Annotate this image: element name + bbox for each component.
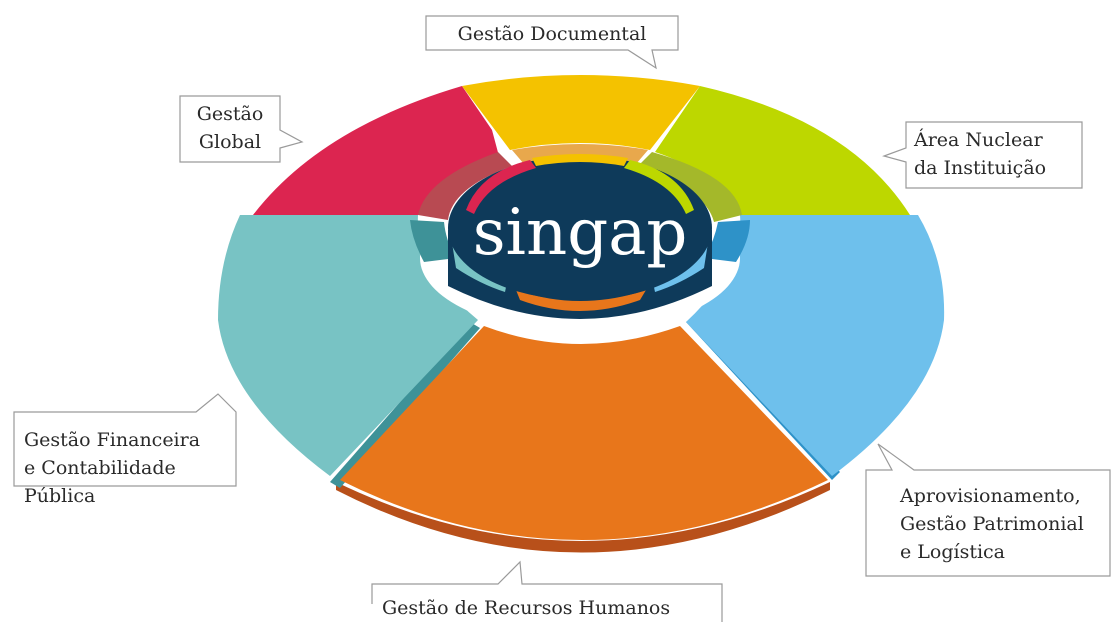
bevel-nuclear xyxy=(638,152,742,222)
callout-text-line-2: Gestão Patrimonial xyxy=(900,513,1084,535)
bevel-aprovisionamento xyxy=(704,220,750,262)
hub-top-face xyxy=(448,156,712,300)
hub-rim-green xyxy=(624,160,694,214)
callout-area-nuclear: Área Nuclear da Instituição xyxy=(882,121,1083,189)
segment-aprovisionamento xyxy=(686,215,945,476)
callout-text-line-1: Aprovisionamento, xyxy=(899,485,1081,507)
segment-gestao-global xyxy=(253,86,500,215)
callout-text-line-1: Gestão xyxy=(197,103,264,125)
segment-gestao-documental xyxy=(462,75,700,150)
hub-rim-red xyxy=(466,160,536,214)
callout-text-line-2: e Contabilidade xyxy=(24,457,176,479)
callout-text-line-3: Pública xyxy=(24,485,95,507)
callout-text: Gestão Documental xyxy=(458,23,647,45)
hub-label: singap xyxy=(473,196,688,270)
bevel-financeira xyxy=(410,220,456,262)
callout-gestao-documental: Gestão Documental xyxy=(425,15,679,70)
callout-text-line-3: e Logística xyxy=(900,541,1005,563)
callout-gestao-global: Gestão Global xyxy=(179,95,304,163)
segment-recursos-side xyxy=(336,482,830,553)
callout-text: Gestão de Recursos Humanos xyxy=(382,597,670,619)
callout-aprovisionamento: Aprovisionamento, Gestão Patrimonial e L… xyxy=(865,443,1111,577)
callout-text-line-1: Área Nuclear xyxy=(913,128,1044,151)
bevel-global xyxy=(418,152,512,220)
callout-text-line-2: Global xyxy=(199,131,261,153)
callout-text-line-1: Gestão Financeira xyxy=(24,429,200,451)
segment-recursos-humanos xyxy=(340,326,828,540)
callout-gestao-financeira: Gestão Financeira e Contabilidade Públic… xyxy=(13,393,237,507)
hub-strip-orange xyxy=(516,290,646,311)
callout-text-line-2: da Instituição xyxy=(914,157,1046,179)
hub-rim-yellow xyxy=(532,154,628,166)
segment-financeira-side xyxy=(330,322,480,488)
segment-gestao-financeira xyxy=(218,215,478,476)
callout-recursos-humanos: Gestão de Recursos Humanos xyxy=(371,560,723,622)
